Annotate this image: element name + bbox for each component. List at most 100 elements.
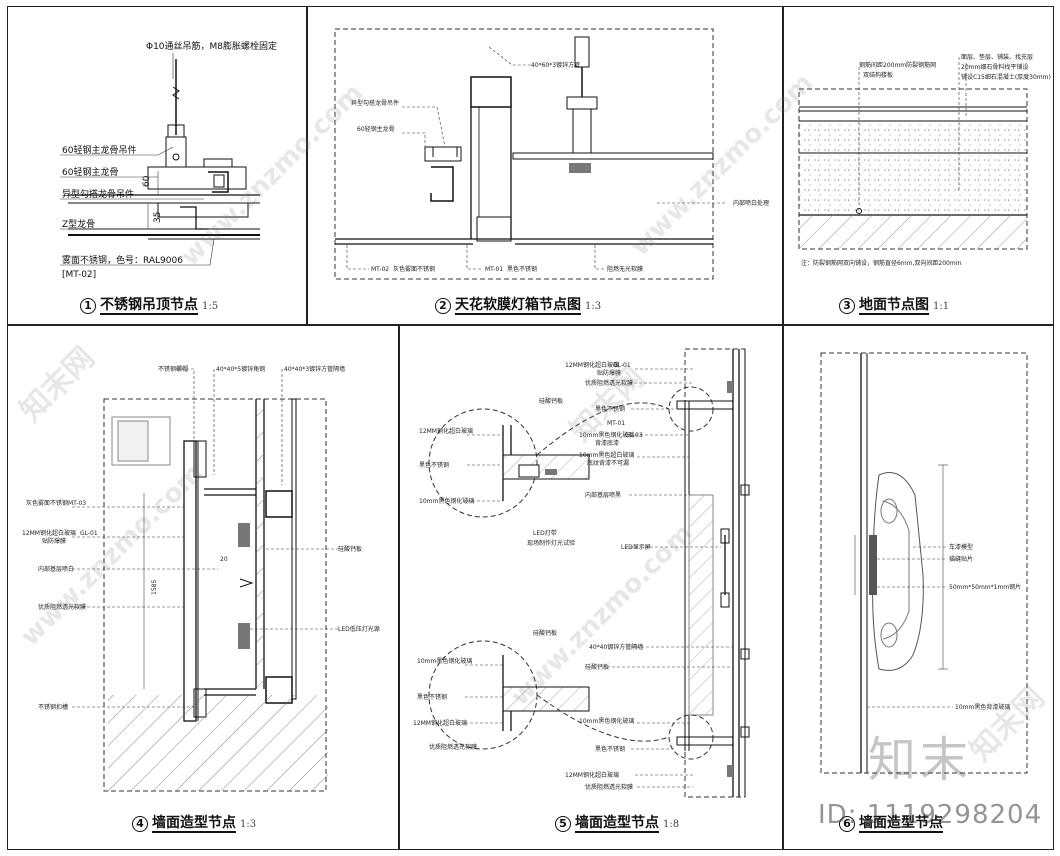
panel-1-scale: 1:5	[202, 301, 219, 312]
label-main-hanger: 60轻钢主龙骨吊件	[62, 144, 136, 156]
wall-node-c-drawing: 车漆模型 描缝贴片 50mm*50mm*1mm钢片 10mm黑色背漆玻璃	[820, 352, 1028, 774]
label-grey-matte-steel: 灰色雾面不锈钢	[26, 499, 68, 507]
label-black-glass-10: 10mm黑色背漆玻璃	[955, 703, 1010, 711]
panel-1-title-text: 不锈钢吊顶节点	[100, 297, 198, 315]
label-grey-steel: 灰色雾面不锈钢	[393, 265, 435, 273]
label-b-black-glass-low: 10mm黑色钢化玻璃	[579, 717, 634, 725]
label-steel-tube: 40*60*3镀锌方管	[531, 61, 580, 69]
label-b-calcium-board-detail: 硅酸钙板	[539, 397, 563, 405]
panel-5-scale: 1:8	[663, 819, 680, 830]
panel-wall-node-b: 12MM钢化超白玻璃 GL-01 贴防爆膜 优质阻燃透光软膜 黑色不锈钢 MT-…	[398, 324, 784, 850]
label-paint-white: 内部喷白处理	[733, 199, 769, 207]
label-finish-layers: 面层、垫层、铺装、找充层	[961, 53, 1033, 61]
label-soft-film-4: 优质阻燃透光软膜	[38, 603, 86, 611]
label-led-source: LED低压灯光源	[338, 625, 380, 633]
label-main-keel: 60轻钢主龙骨	[62, 166, 118, 178]
panel-wall-node-c: 车漆模型 描缝贴片 50mm*50mm*1mm钢片 10mm黑色背漆玻璃 6 墙…	[782, 324, 1054, 850]
label-b-inner-black: 内部基层喷黑	[585, 491, 621, 499]
panel-4-title: 4 墙面造型节点 1:3	[132, 815, 256, 833]
panel-3-scale: 1:1	[933, 301, 950, 312]
label-b-led-strip: LED灯带	[533, 529, 557, 537]
label-b-detail-black-glass-2: 10mm黑色钢化玻璃	[417, 657, 472, 665]
panel-2-title-text: 天花软膜灯箱节点图	[455, 297, 581, 315]
wall-node-a-drawing: 1585 20 不锈钢螺帽 40*40*5镀锌角钢 40*40*3镀锌方管隔墙 …	[22, 365, 380, 792]
label-seam-patch: 描缝贴片	[949, 555, 973, 563]
lightbox-node-drawing: 40*60*3镀锌方管 异型勾搭龙骨吊件 60轻钢主龙骨 内部喷白处理 MT-0…	[334, 28, 769, 280]
label-b-back-paint: 背漆底漆	[595, 439, 619, 447]
panel-ceiling-node: 60 35 Φ10通丝吊筋，M8膨胀螺栓固定 60轻钢主龙骨吊件 60轻钢主龙骨…	[7, 6, 308, 326]
dim-60: 60	[142, 175, 152, 187]
label-glass-12mm: 12MM钢化超白玻璃	[22, 529, 76, 537]
label-mt02: [MT-02]	[62, 270, 96, 280]
floor-note: 注：防裂钢筋网双向铺设，钢筋直径6mm,双向间距200mm	[801, 259, 962, 267]
dim-35: 35	[153, 212, 163, 223]
label-b-detail-soft-film-2: 优质阻燃透光软膜	[429, 743, 477, 751]
label-mt01-tag: MT-01	[485, 266, 503, 273]
dim-20: 20	[220, 556, 228, 563]
label-b-detail-steel: 黑色不锈钢	[419, 461, 449, 469]
label-b-detail-glass: 12MM钢化超白玻璃	[419, 427, 473, 435]
dim-1585: 1585	[151, 580, 158, 595]
panel-5-title: 5 墙面造型节点 1:8	[555, 815, 679, 833]
label-b-glass-low: 12MM钢化超白玻璃	[565, 771, 619, 779]
label-b-black-steel: 黑色不锈钢	[595, 405, 625, 413]
label-tube-wall: 40*40*3镀锌方管隔墙	[284, 365, 345, 373]
label-special-hanger-2: 异型勾搭龙骨吊件	[351, 99, 399, 107]
label-black-steel: 黑色不锈钢	[507, 265, 537, 273]
panel-3-title: 3 地面节点图 1:1	[839, 297, 949, 315]
label-concrete: 铺设C15细石混凝土(厚度30mm)	[961, 73, 1051, 81]
wall-node-b-drawing: 12MM钢化超白玻璃 GL-01 贴防爆膜 优质阻燃透光软膜 黑色不锈钢 MT-…	[413, 348, 750, 798]
label-steel-nut: 不锈钢螺帽	[158, 365, 188, 373]
panel-5-title-text: 墙面造型节点	[575, 815, 659, 833]
label-b-no-leak: 底纹背漆不可漏	[587, 459, 629, 467]
label-b-black-glass: 10mm黑色钢化玻璃	[579, 431, 634, 439]
label-b-mt01: MT-01	[607, 420, 625, 427]
label-calcium-board: 硅酸钙板	[338, 545, 362, 553]
panel-2-title: 2 天花软膜灯箱节点图 1:3	[435, 297, 601, 315]
label-film: 贴防爆膜	[42, 537, 66, 545]
label-special-hanger: 异型勾搭龙骨吊件	[62, 188, 134, 200]
panel-5-number: 5	[555, 815, 571, 832]
label-b-gl03: GL-03	[625, 432, 643, 439]
label-b-black-steel-low: 黑色不锈钢	[595, 745, 625, 753]
label-b-led-screen: LED显示屏	[621, 544, 651, 551]
panel-2-scale: 1:3	[585, 301, 602, 312]
label-b-detail-glass-2: 12MM钢化超白玻璃	[413, 719, 467, 727]
label-gl01-tag: GL-01	[80, 530, 98, 537]
label-levelling: 20mm细石骨料找平铺设	[961, 63, 1028, 71]
panel-1-title: 1 不锈钢吊顶节点 1:5	[80, 297, 218, 315]
label-b-soft-film-low: 优质阻燃透光软膜	[585, 783, 633, 791]
label-rod: Φ10通丝吊筋，M8膨胀螺栓固定	[146, 40, 277, 52]
label-z-keel: Z型龙骨	[62, 218, 95, 230]
panel-6-title-text: 墙面造型节点	[859, 815, 943, 833]
label-main-keel-2: 60轻钢主龙骨	[357, 125, 395, 133]
label-steel-groove: 不锈钢扣槽	[38, 703, 68, 711]
label-b-glass-12: 12MM钢化超白玻璃	[565, 361, 619, 369]
label-steel-plate: 50mm*50mm*1mm钢片	[949, 583, 1021, 591]
label-b-tube-wall: 40*40镀锌方管隔墙	[589, 643, 643, 651]
panel-3-title-text: 地面节点图	[859, 297, 929, 315]
label-b-black-white-glass: 10mm黑色超白玻璃	[579, 451, 634, 459]
panel-floor-node: 钢筋间距200mm防裂钢筋网 双结构楼板 面层、垫层、铺装、找充层 20mm细石…	[782, 6, 1054, 326]
floor-node-drawing: 钢筋间距200mm防裂钢筋网 双结构楼板 面层、垫层、铺装、找充层 20mm细石…	[798, 53, 1051, 267]
panel-6-title: 6 墙面造型节点	[839, 815, 943, 833]
panel-4-number: 4	[132, 815, 148, 832]
panel-4-title-text: 墙面造型节点	[152, 815, 236, 833]
label-b-calcium-board: 硅酸钙板	[585, 663, 609, 671]
label-b-detail-steel-2: 黑色不锈钢	[417, 693, 447, 701]
panel-wall-node-a: 1585 20 不锈钢螺帽 40*40*5镀锌角钢 40*40*3镀锌方管隔墙 …	[7, 324, 400, 850]
brand-id: ID: 1119298204	[818, 800, 1043, 830]
label-matte-steel: 雾面不锈钢，色号：RAL9006	[62, 254, 183, 266]
panel-2-number: 2	[435, 297, 451, 314]
label-slab: 双结构楼板	[863, 71, 893, 79]
panel-lightbox-node: 40*60*3镀锌方管 异型勾搭龙骨吊件 60轻钢主龙骨 内部喷白处理 MT-0…	[306, 6, 784, 326]
label-mt02-tag: MT-02	[371, 266, 389, 273]
label-b-detail-black-glass: 10mm黑色钢化玻璃	[419, 497, 474, 505]
label-b-gl01: GL-01	[613, 362, 631, 369]
label-mt03-tag: MT-03	[68, 500, 86, 507]
label-soft-film: 阻燃无光软膜	[607, 265, 643, 273]
brand-logo: 知末	[868, 732, 973, 788]
label-car-model: 车漆模型	[949, 543, 973, 551]
label-b-film: 贴防爆膜	[597, 369, 621, 377]
